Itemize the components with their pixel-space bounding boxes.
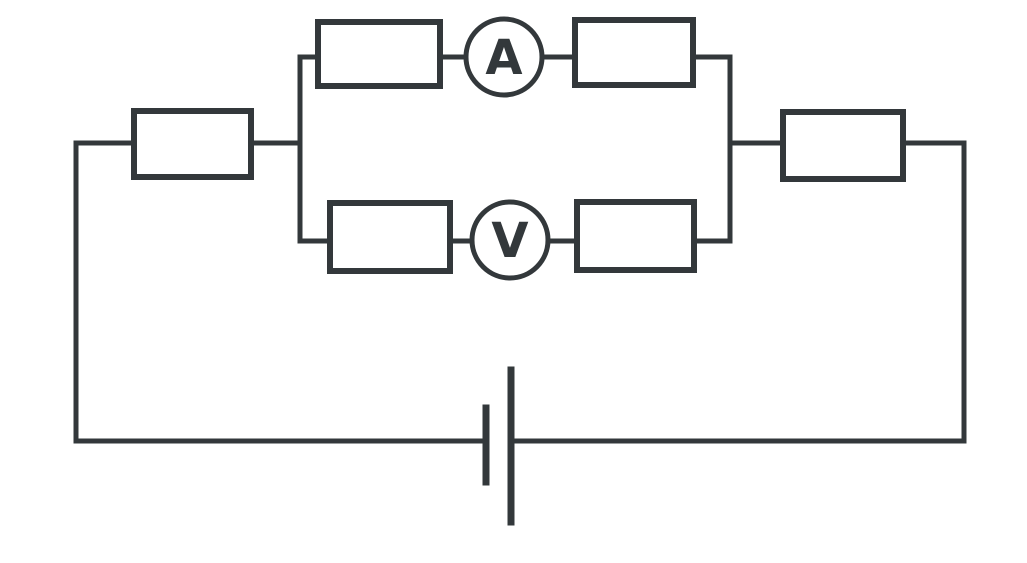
top-branch-resistor-1 xyxy=(315,19,443,89)
voltmeter-label: V xyxy=(491,213,528,269)
wire-right-outer xyxy=(510,140,967,444)
bottom-branch-resistor-2 xyxy=(574,199,697,273)
right-series-resistor xyxy=(780,109,906,182)
circuit-geometry xyxy=(73,16,967,526)
left-series-resistor xyxy=(131,108,254,180)
bottom-branch-resistor-1 xyxy=(327,200,453,274)
wire-left-outer xyxy=(73,140,487,444)
top-branch-resistor-2 xyxy=(572,17,696,88)
ammeter-label: A xyxy=(485,30,522,86)
